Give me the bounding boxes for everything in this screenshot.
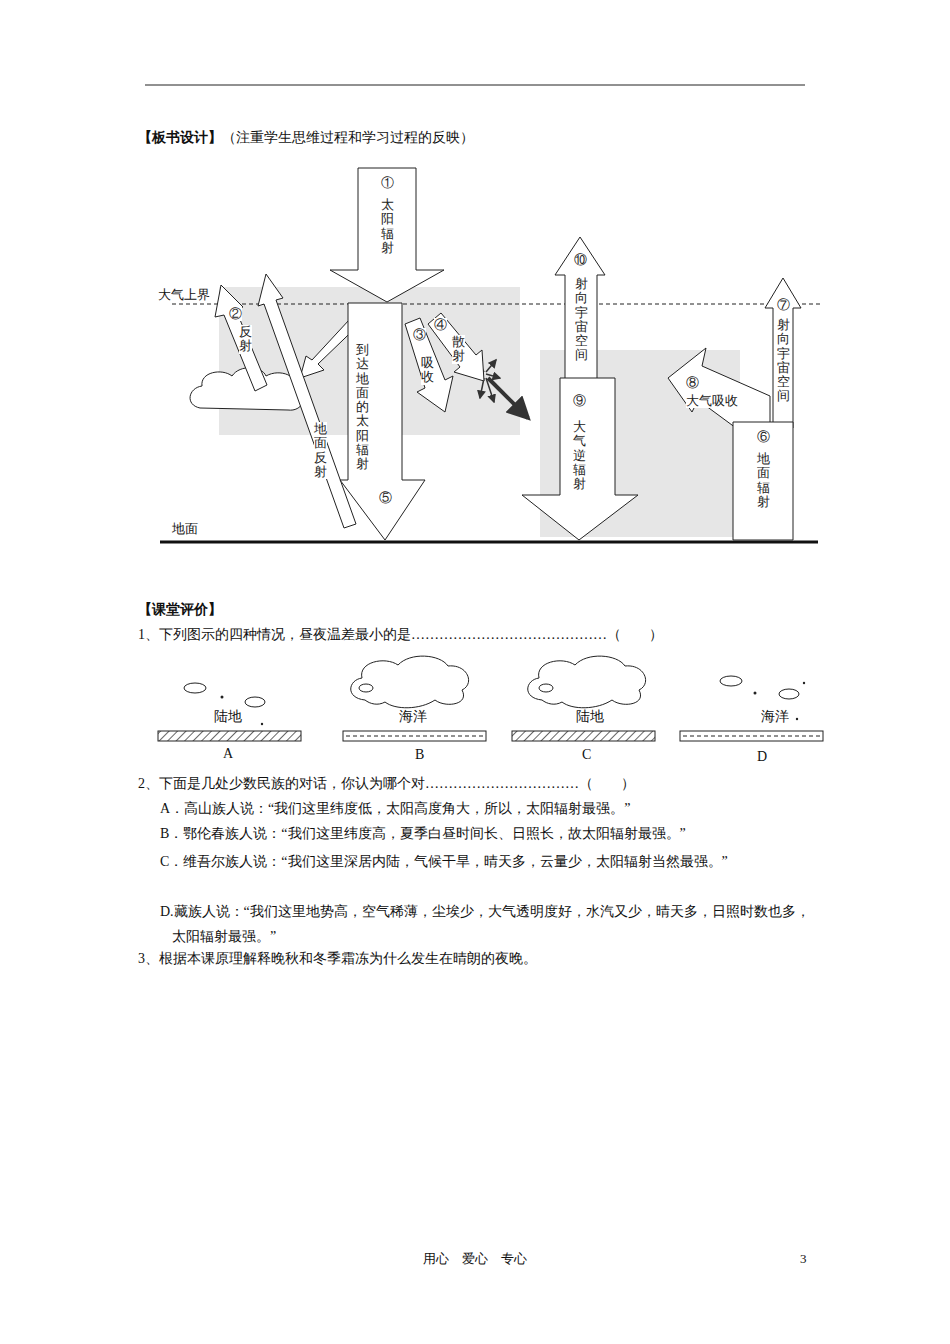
callout-number: ⑥ <box>757 430 770 444</box>
callout-number: ① <box>381 176 394 190</box>
callout-number: ⑩ <box>574 253 587 267</box>
option-letter: B <box>415 745 424 765</box>
option: A．高山族人说：“我们这里纬度低，太阳高度角大，所以，太阳辐射最强。” <box>160 799 820 819</box>
arrow-shape <box>555 237 605 379</box>
ground-label: 地面 <box>172 519 198 539</box>
page-number: 3 <box>800 1249 807 1269</box>
ground-reflection-arrow: 地面反射 <box>258 272 358 532</box>
footer: 用心 爱心 专心 <box>423 1249 527 1269</box>
arrow-shape <box>522 378 638 540</box>
option-letter: C <box>582 745 591 765</box>
cloud-swirl <box>539 684 553 692</box>
question: 1、下列图示的四种情况，昼夜温差最小的是……………………………………（ ） <box>138 625 828 645</box>
surface-label: 海洋 <box>399 707 427 727</box>
callout-number: ③ <box>413 328 426 342</box>
option-letter: D <box>757 747 767 767</box>
scatter-arrows <box>476 356 528 418</box>
big-cloud <box>351 656 469 708</box>
option: C．维吾尔族人说：“我们这里深居内陆，气候干旱，晴天多，云量少，太阳辐射当然最强… <box>138 849 810 874</box>
land-bar <box>512 731 655 741</box>
sea-dash <box>683 736 820 737</box>
vertical-label: 反射 <box>239 325 252 354</box>
ground-radiation-arrow: ⑥ 地面辐射 <box>733 422 793 540</box>
callout-number: ⑤ <box>379 491 392 505</box>
callout-number: ⑦ <box>777 298 790 312</box>
callout-number: ② <box>229 307 242 321</box>
vertical-label: 地面反射 <box>314 422 327 479</box>
surface-label: 海洋 <box>761 707 789 727</box>
land-bar <box>158 731 301 741</box>
callout-number: ④ <box>434 318 447 332</box>
arrow-label: 大气吸收 <box>686 394 738 408</box>
arrow-shape <box>405 318 453 412</box>
sea-bar <box>343 731 486 741</box>
cloud <box>190 368 303 410</box>
callout-number: ⑨ <box>573 394 586 408</box>
vertical-label: 散射 <box>452 335 465 364</box>
question: 3、根据本课原理解释晚秋和冬季霜冻为什么发生在晴朗的夜晚。 <box>138 949 828 969</box>
arrow-outline <box>668 348 770 428</box>
sea-bar <box>680 731 823 741</box>
vertical-label: 吸收 <box>421 356 434 385</box>
sea-dash <box>346 736 483 737</box>
space-arrow: ⑦ 射向宇宙空间 <box>765 278 801 428</box>
surface-label: 陆地 <box>576 707 604 727</box>
scattering-arrow: ④ 散射 <box>428 313 486 383</box>
section-heading: 【板书设计】 <box>138 128 222 148</box>
ground-line <box>160 541 818 544</box>
atmosphere-absorption-arrow: ⑧ 大气吸收 <box>668 348 770 428</box>
option: B．鄂伦春族人说：“我们这里纬度高，夏季白昼时间长、日照长，故太阳辐射最强。” <box>160 824 820 844</box>
arrow-shape <box>765 278 801 428</box>
surface-label: 陆地 <box>214 707 242 727</box>
boundary-label: 大气上界 <box>158 285 210 305</box>
arrow-shape <box>668 348 770 428</box>
option: D.藏族人说：“我们这里地势高，空气稀薄，尘埃少，大气透明度好，水汽又少，晴天多… <box>160 899 815 949</box>
arrow-shape <box>733 422 793 540</box>
arrow-shape <box>428 313 484 381</box>
small-clouds <box>184 676 799 707</box>
arrow-shape <box>258 274 356 528</box>
dots <box>221 682 806 725</box>
callout-number: ⑧ <box>686 376 699 390</box>
section-heading: 【课堂评价】 <box>138 600 222 620</box>
arrow-shape <box>330 168 444 302</box>
vertical-label: 太阳辐射 <box>381 198 394 255</box>
vertical-label: 到达地面的太阳辐射 <box>356 343 369 472</box>
arrow-outline <box>258 272 358 532</box>
option-letter: A <box>223 744 233 764</box>
question: 2、下面是几处少数民族的对话，你认为哪个对……………………………（ ） <box>138 774 828 794</box>
vertical-label: 射向宇宙空间 <box>777 318 790 404</box>
vertical-label: 地面辐射 <box>757 452 770 509</box>
vertical-label: 大气逆辐射 <box>573 420 586 491</box>
header-rule <box>145 85 805 86</box>
note: （注重学生思维过程和学习过程的反映） <box>222 128 474 148</box>
space-arrow: ⑩ 射向宇宙空间 <box>555 237 605 379</box>
solar-radiation-arrow: ① 太阳辐射 <box>330 168 444 302</box>
cloud-swirl <box>359 684 373 692</box>
arrow-shape <box>340 303 425 540</box>
counter-radiation-arrow: ⑨ 大气逆辐射 <box>522 378 638 540</box>
vertical-label: 射向宇宙空间 <box>575 277 588 363</box>
big-cloud <box>528 656 646 708</box>
